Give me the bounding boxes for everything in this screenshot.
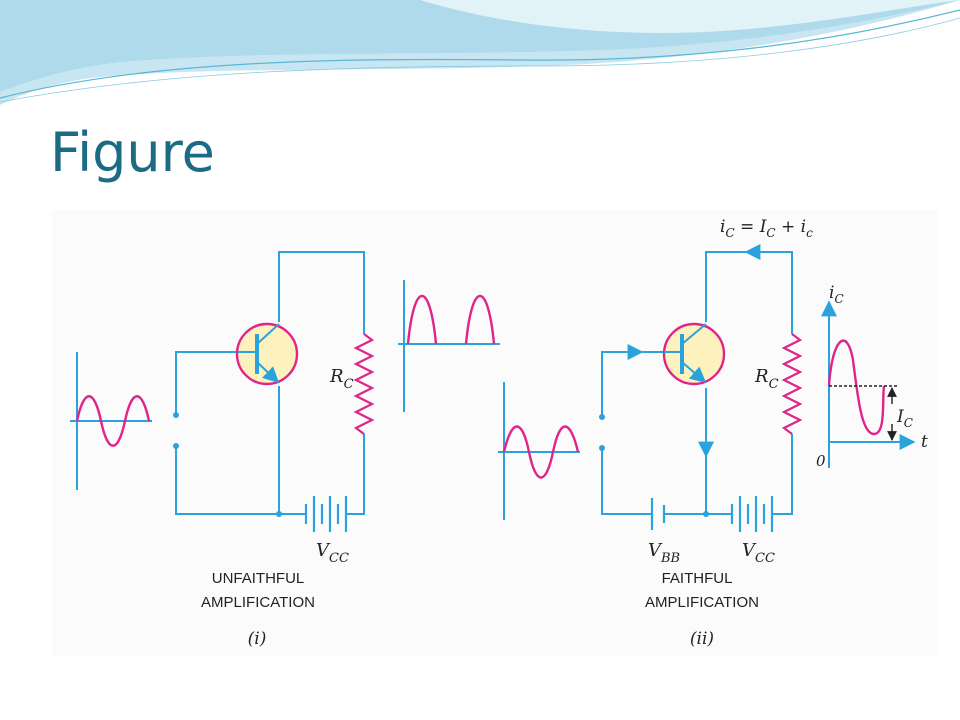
sublabel-i: (i) (248, 629, 267, 649)
left-circuit: RC VCC UNFAITHFUL AMPLIFICATION (i) (70, 251, 375, 649)
slide-title: Figure (50, 121, 215, 184)
caption-faithful-line2: AMPLIFICATION (645, 594, 759, 611)
caption-unfaithful-line1: UNFAITHFUL (212, 570, 305, 587)
input-waveform-right (498, 382, 580, 520)
input-terminal-bottom-right (599, 445, 605, 451)
left-wires (175, 251, 365, 515)
label-vcc-right: VCC (742, 540, 775, 566)
battery-vbb (650, 498, 666, 530)
output-waveform-left (398, 280, 500, 412)
input-terminal-top-right (599, 414, 605, 420)
header-banner (0, 0, 960, 105)
battery-vcc-left (304, 496, 348, 532)
junction-dot-right (703, 511, 709, 517)
transistor-right (662, 322, 726, 386)
caption-unfaithful-line2: AMPLIFICATION (201, 594, 315, 611)
axis-label-t: t (921, 432, 928, 452)
right-circuit: iC = IC + ic RC VBB VCC FAITHFUL AMPLIFI… (498, 217, 813, 649)
transistor-left (235, 322, 299, 386)
label-vcc-left: VCC (316, 540, 349, 566)
label-vbb: VBB (648, 540, 680, 566)
label-dc-current: IC (896, 407, 913, 430)
label-current-equation: iC = IC + ic (720, 217, 813, 240)
resistor-rc-right (781, 333, 803, 435)
label-rc-left: RC (329, 366, 354, 392)
input-terminal-bottom-left (173, 443, 179, 449)
sublabel-ii: (ii) (690, 629, 714, 649)
input-terminal-top-left (173, 412, 179, 418)
amplification-figure: RC VCC UNFAITHFUL AMPLIFICATION (i) (70, 217, 928, 649)
caption-faithful-line1: FAITHFUL (662, 570, 733, 587)
axis-origin-label: 0 (816, 452, 826, 470)
battery-vcc-right (730, 496, 774, 532)
junction-dot-left (276, 511, 282, 517)
collector-current-graph: iC t 0 IC (816, 283, 928, 470)
input-waveform-left (70, 352, 152, 490)
axis-label-ic: iC (829, 283, 844, 306)
label-rc-right: RC (754, 366, 779, 392)
resistor-rc-left (353, 333, 375, 435)
